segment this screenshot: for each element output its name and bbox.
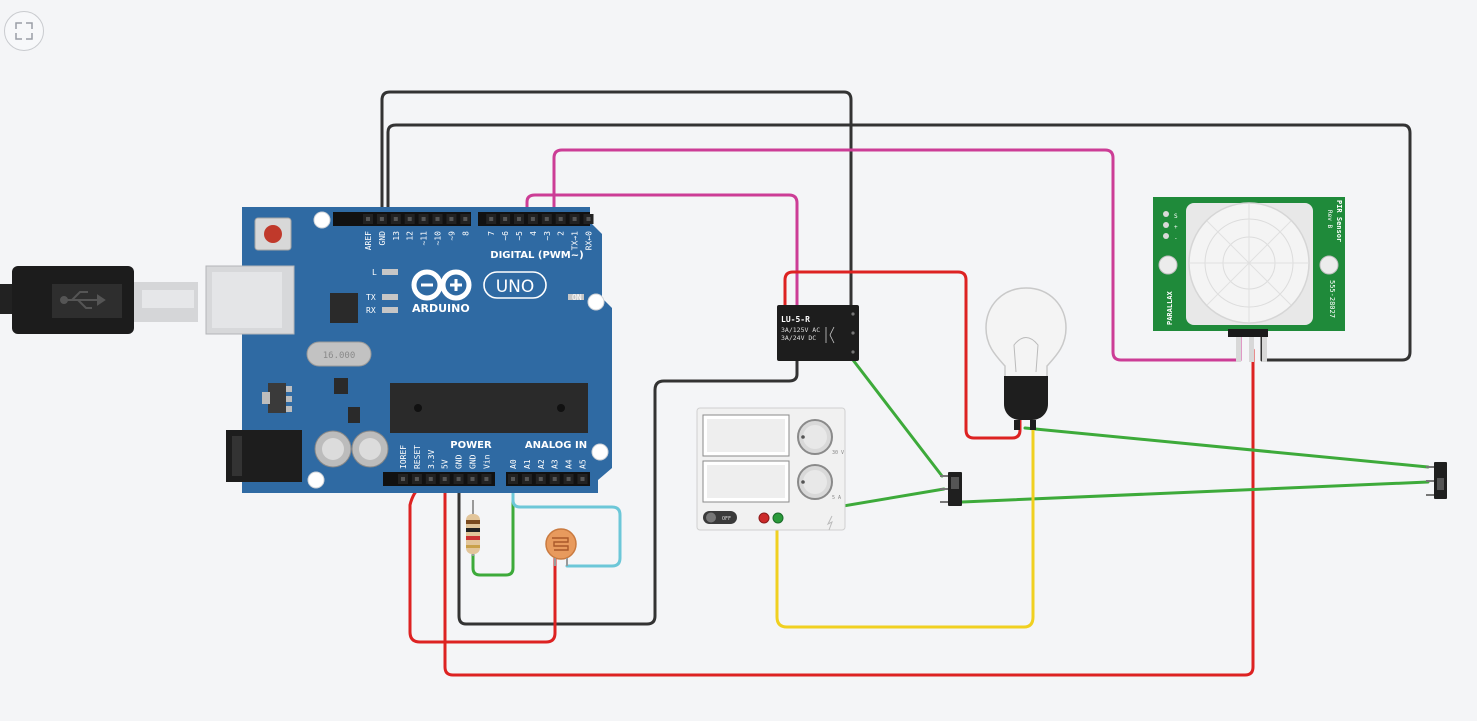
slide-switch-2[interactable] (1426, 462, 1447, 499)
relay[interactable]: LU-5-R 3A/125V AC 3A/24V DC (777, 305, 859, 361)
pin-label: 2 (557, 231, 566, 236)
pin-label: A5 (579, 459, 588, 469)
pir-title-label: PIR Sensor (1335, 200, 1343, 242)
pin-label: RX←0 (585, 231, 594, 250)
led-tx-label: TX (366, 293, 376, 302)
current-knob[interactable] (797, 464, 833, 500)
pin-label: 8 (461, 231, 470, 236)
pin-label: A2 (537, 459, 546, 469)
digital-header[interactable] (333, 212, 594, 226)
wire-yellow-supply-bulb[interactable] (775, 426, 1035, 629)
pin-label: 3.3V (427, 450, 436, 469)
model-label: UNO (496, 277, 535, 297)
power-switch-label: OFF (722, 516, 731, 522)
pin-label: GND (378, 231, 387, 246)
pin-label: Vin (482, 454, 491, 469)
brand-label: ARDUINO (412, 302, 470, 315)
led-on-label: ON (572, 293, 582, 302)
pin-label: A0 (509, 459, 518, 469)
pir-brand-label: PARALLAX (1166, 290, 1174, 325)
wire-black-gnd-relay[interactable] (380, 90, 853, 307)
wire-green-bulb-switch2[interactable] (1023, 426, 1430, 469)
wire-red-5v-pir[interactable] (443, 348, 1255, 677)
wire-magenta-pin4-relay[interactable] (525, 193, 799, 307)
relay-rating-ac: 3A/125V AC (781, 326, 820, 334)
arduino-board[interactable]: 16.000 L TX RX ON (205, 207, 612, 493)
pir-part-label: 555-28027 (1328, 280, 1336, 318)
slide-switch-1[interactable] (940, 472, 962, 506)
pir-pin-minus-label: - (1174, 235, 1178, 242)
power-switch[interactable]: OFF (703, 511, 737, 524)
analog-header-label: ANALOG IN (525, 440, 587, 451)
wire-black-gnd-pir[interactable] (386, 123, 1412, 362)
usb-cable (0, 266, 198, 334)
voltage-knob[interactable] (797, 419, 833, 455)
pin-label: 7 (487, 231, 496, 236)
pir-pin-s-label: S (1174, 213, 1178, 220)
pin-label: A3 (551, 459, 560, 469)
power-pin-labels: IOREF RESET 3.3V 5V GND GND Vin (399, 445, 491, 469)
power-supply[interactable]: 30 V 5 A OFF (696, 407, 846, 531)
pin-label: IOREF (399, 445, 408, 469)
voltage-max-label: 30 V (832, 450, 844, 456)
pin-label: GND (469, 454, 478, 469)
pin-label: ~3 (543, 231, 552, 241)
pin-label: TX→1 (571, 231, 580, 250)
pir-sensor[interactable]: S + - PIR Sensor Rev B 555-28027 PARALLA… (1153, 197, 1345, 362)
fullscreen-button[interactable] (4, 11, 44, 51)
light-bulb[interactable] (985, 287, 1067, 430)
pin-label: 5V (441, 459, 450, 469)
pin-label: 4 (529, 231, 538, 236)
pir-pin-plus-label: + (1174, 224, 1178, 231)
relay-model-label: LU-5-R (781, 315, 810, 324)
wire-red-5v-ldr[interactable] (408, 477, 557, 644)
fullscreen-icon (15, 22, 33, 40)
pin-label: 13 (392, 231, 401, 241)
led-l-label: L (372, 268, 377, 277)
power-header-label: POWER (450, 440, 492, 451)
pin-label: A4 (565, 459, 574, 469)
led-rx-label: RX (366, 306, 376, 315)
digital-header-label: DIGITAL (PWM~) (490, 250, 583, 261)
wire-black-relay-gnd[interactable] (457, 358, 799, 626)
pin-label: AREF (364, 231, 373, 250)
digital-pin-labels: AREF GND 13 12 ~11 ~10 ~9 8 7 ~6 ~5 4 ~3 2 TX→1 RX←0 (364, 231, 594, 250)
power-header[interactable] (383, 472, 495, 486)
wire-red-relay-bulb[interactable] (783, 270, 1022, 440)
pin-label: A1 (523, 459, 532, 469)
pin-label: 12 (406, 231, 415, 241)
pin-label: ~9 (447, 231, 456, 241)
arduino-logo-icon (411, 269, 472, 301)
wire-magenta-pin2-pir[interactable] (552, 148, 1242, 362)
pin-label: GND (455, 454, 464, 469)
wire-cyan-a0-ldr[interactable] (511, 475, 622, 568)
relay-rating-dc: 3A/24V DC (781, 334, 816, 342)
wire-green-relay-switch[interactable] (851, 358, 944, 478)
current-max-label: 5 A (832, 495, 841, 501)
analog-header[interactable] (506, 472, 590, 486)
pin-label: ~10 (434, 231, 443, 246)
pir-rev-label: Rev B (1326, 210, 1333, 228)
pin-label: RESET (413, 445, 422, 469)
wire-green-resistor-a0[interactable] (471, 475, 515, 577)
pin-label: ~6 (501, 231, 510, 241)
crystal-label: 16.000 (323, 351, 356, 361)
usb-icon (60, 291, 106, 309)
resistor[interactable] (466, 500, 480, 556)
pin-label: ~11 (420, 231, 429, 246)
pin-label: ~5 (515, 231, 524, 241)
photoresistor[interactable] (545, 528, 577, 566)
wire-green-switch-switch2[interactable] (960, 480, 1430, 504)
analog-pin-labels: A0 A1 A2 A3 A4 A5 (509, 459, 588, 469)
